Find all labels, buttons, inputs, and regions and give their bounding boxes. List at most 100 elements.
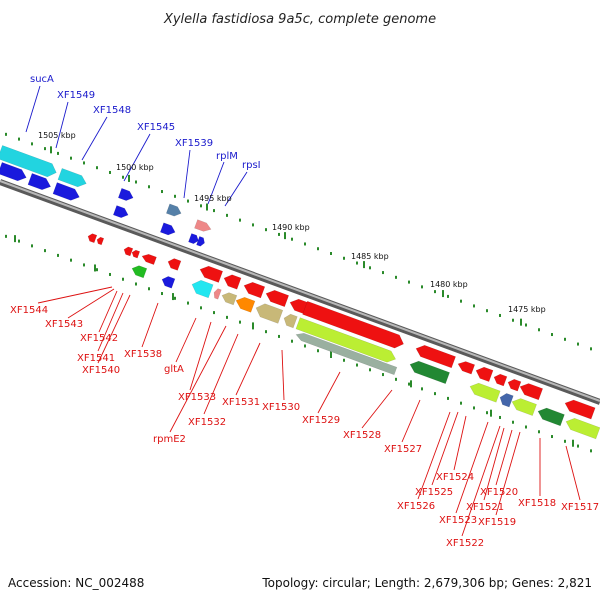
gene-label-xf1522[interactable]: XF1522 xyxy=(446,538,484,549)
reverse-cds-shape xyxy=(457,361,476,375)
reverse-cds xyxy=(469,382,501,403)
forward-cds xyxy=(52,182,80,201)
reverse-cds xyxy=(265,290,290,308)
gene-label-xf1520[interactable]: XF1520 xyxy=(480,487,518,498)
gene-label-xf1541[interactable]: XF1541 xyxy=(77,353,115,364)
scale-tick xyxy=(161,190,163,194)
gene-label-xf1525[interactable]: XF1525 xyxy=(415,487,453,498)
major-scale-tick xyxy=(252,322,254,330)
leader-line xyxy=(565,445,581,501)
scale-tick xyxy=(317,349,319,353)
gene-label-xf1540[interactable]: XF1540 xyxy=(82,365,120,376)
scale-tick xyxy=(421,387,423,391)
reverse-cds xyxy=(457,361,476,375)
gene-label-xf1544[interactable]: XF1544 xyxy=(10,305,48,316)
scale-tick xyxy=(252,223,254,227)
leader-line xyxy=(175,317,197,363)
leader-line xyxy=(98,290,118,333)
gene-label-xf1545[interactable]: XF1545 xyxy=(137,122,175,133)
scale-tick xyxy=(369,368,371,372)
reverse-cds xyxy=(87,233,98,244)
major-scale-tick xyxy=(284,232,286,240)
scale-tick xyxy=(421,285,423,289)
forward-cds-shape xyxy=(159,222,176,236)
forward-cds-shape xyxy=(0,162,27,182)
scale-ticks xyxy=(5,132,592,453)
reverse-cds-shape xyxy=(199,265,224,283)
rrna-feature xyxy=(191,279,214,299)
gene-label-xf1519[interactable]: XF1519 xyxy=(478,517,516,528)
forward-cds xyxy=(161,276,176,289)
scale-tick xyxy=(44,147,46,151)
gene-label-xf1549[interactable]: XF1549 xyxy=(57,90,95,101)
gene-label-xf1527[interactable]: XF1527 xyxy=(384,444,422,455)
scale-tick xyxy=(486,411,488,415)
reverse-cds-shape xyxy=(255,303,284,324)
scale-tick xyxy=(408,280,410,284)
gene-label-rpsi[interactable]: rpsI xyxy=(242,160,261,171)
gene-label-xf1528[interactable]: XF1528 xyxy=(343,430,381,441)
reverse-cds xyxy=(283,313,298,329)
reverse-cds xyxy=(519,383,544,401)
gene-label-xf1530[interactable]: XF1530 xyxy=(262,402,300,413)
scale-tick xyxy=(460,299,462,303)
gene-label-xf1517[interactable]: XF1517 xyxy=(561,502,599,513)
gene-label-xf1521[interactable]: XF1521 xyxy=(466,502,504,513)
forward-cds xyxy=(27,173,52,191)
scale-tick xyxy=(473,406,475,410)
gene-label-xf1543[interactable]: XF1543 xyxy=(45,319,83,330)
gene-label-xf1539[interactable]: XF1539 xyxy=(175,138,213,149)
forward-cds-shape xyxy=(165,203,182,217)
scale-tick xyxy=(187,301,189,305)
gene-label-xf1532[interactable]: XF1532 xyxy=(188,417,226,428)
reverse-cds-shape xyxy=(123,246,134,257)
major-scale-tick xyxy=(363,261,365,269)
gene-label-xf1518[interactable]: XF1518 xyxy=(518,498,556,509)
scale-label: 1490 kbp xyxy=(272,223,310,232)
gene-label-xf1523[interactable]: XF1523 xyxy=(439,515,477,526)
reverse-cds xyxy=(221,292,238,306)
scale-tick xyxy=(18,239,20,243)
forward-cds xyxy=(196,236,205,247)
gene-label-xf1548[interactable]: XF1548 xyxy=(93,105,131,116)
gene-label-rplm[interactable]: rplM xyxy=(216,151,238,162)
gene-label-rpme2[interactable]: rpmE2 xyxy=(153,434,186,445)
gene-label-suca[interactable]: sucA xyxy=(30,74,54,85)
scale-tick xyxy=(343,358,345,362)
reverse-cds-shape xyxy=(469,382,501,403)
scale-tick xyxy=(239,218,241,222)
scale-tick xyxy=(226,213,228,217)
gene-label-glta[interactable]: gltA xyxy=(164,364,184,375)
major-scale-tick xyxy=(94,264,96,272)
reverse-cds-shape xyxy=(415,345,456,369)
leader-line xyxy=(123,133,151,182)
scale-tick xyxy=(317,247,319,251)
reverse-cds xyxy=(302,300,404,349)
rrna-feature-shape xyxy=(191,279,214,299)
scale-tick xyxy=(291,339,293,343)
scale-tick xyxy=(304,242,306,246)
leader-line xyxy=(401,399,421,443)
gene-label-xf1538[interactable]: XF1538 xyxy=(124,349,162,360)
reverse-cds-shape xyxy=(511,398,537,416)
scale-tick xyxy=(213,209,215,213)
leader-line xyxy=(37,286,113,304)
gene-label-xf1533[interactable]: XF1533 xyxy=(178,392,216,403)
scale-tick xyxy=(395,275,397,279)
scale-tick xyxy=(31,244,33,248)
reverse-cds-shape xyxy=(141,253,157,265)
reverse-cds-shape xyxy=(235,297,256,313)
gene-label-xf1529[interactable]: XF1529 xyxy=(302,415,340,426)
leader-line xyxy=(97,292,124,352)
scale-tick xyxy=(57,151,59,155)
reverse-cds-shape xyxy=(507,378,522,392)
gene-label-xf1526[interactable]: XF1526 xyxy=(397,501,435,512)
leader-line xyxy=(495,429,513,486)
scale-tick xyxy=(525,425,527,429)
gene-label-xf1524[interactable]: XF1524 xyxy=(436,472,474,483)
scale-labels: 1505 kbp 1500 kbp 1495 kbp 1490 kbp 1485… xyxy=(38,131,546,314)
rrna-feature-shape xyxy=(57,168,87,188)
gene-label-xf1531[interactable]: XF1531 xyxy=(222,397,260,408)
gene-label-xf1542[interactable]: XF1542 xyxy=(80,333,118,344)
